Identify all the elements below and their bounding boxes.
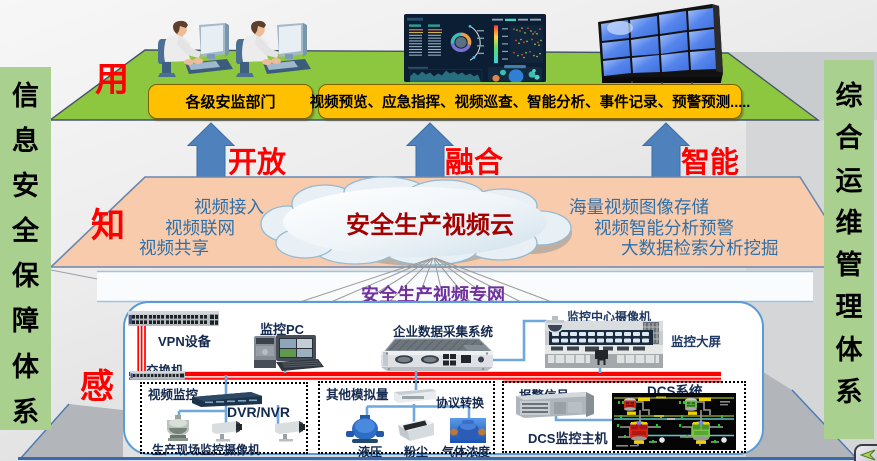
svg-text:安全生产视频云: 安全生产视频云 [346, 211, 514, 239]
